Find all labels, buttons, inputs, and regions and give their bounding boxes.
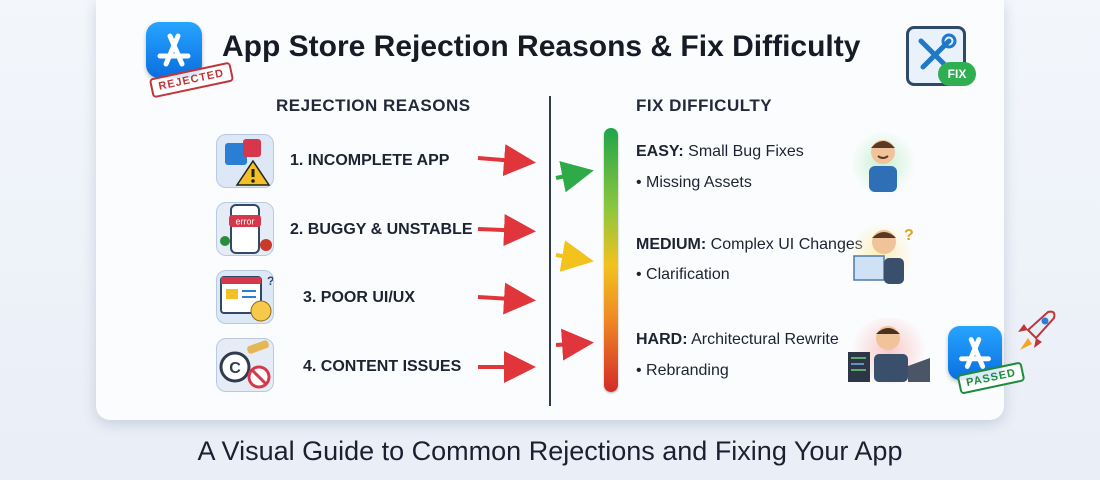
confused-ui-icon: ?: [216, 270, 274, 324]
svg-text:error: error: [235, 217, 254, 227]
reason-content-issues: 4. CONTENT ISSUES: [303, 358, 462, 375]
svg-text:?: ?: [267, 274, 273, 288]
page-title: App Store Rejection Reasons & Fix Diffic…: [222, 30, 861, 63]
easy-sub: • Missing Assets: [636, 174, 752, 191]
reason-poor-ui-ux: 3. POOR UI/UX: [303, 289, 416, 306]
arrow-reason-2: [477, 214, 536, 247]
arrow-easy: [555, 161, 594, 193]
svg-text:C: C: [229, 360, 241, 377]
thinking-developer-icon: ?: [848, 222, 914, 288]
footer-caption: A Visual Guide to Common Rejections and …: [197, 436, 903, 466]
happy-developer-icon: [850, 130, 916, 196]
arrow-reason-1: [477, 144, 536, 177]
difficulty-hard: HARD: Architectural Rewrite: [636, 331, 839, 349]
rocket-icon: [1018, 310, 1056, 350]
difficulty-medium: MEDIUM: Complex UI Changes: [636, 236, 863, 254]
easy-text: Small Bug Fixes: [688, 143, 804, 160]
hard-sub: • Rebranding: [636, 362, 729, 379]
puzzle-warning-icon: [216, 134, 274, 188]
difficulty-easy: EASY: Small Bug Fixes: [636, 143, 804, 161]
svg-text:?: ?: [904, 227, 914, 244]
difficulty-gradient-bar: [604, 128, 618, 392]
rejection-reasons-heading: REJECTION REASONS: [276, 96, 471, 115]
hard-level-label: HARD:: [636, 331, 688, 348]
fix-badge: FIX: [938, 62, 976, 86]
reason-buggy-unstable: 2. BUGGY & UNSTABLE: [290, 221, 473, 238]
medium-level-label: MEDIUM:: [636, 236, 707, 253]
medium-text: Complex UI Changes: [710, 236, 863, 253]
arrow-hard: [555, 328, 594, 361]
arrow-reason-3: [477, 282, 536, 315]
easy-level-label: EASY:: [636, 143, 684, 160]
fix-difficulty-heading: FIX DIFFICULTY: [636, 96, 773, 115]
reason-incomplete-app: 1. INCOMPLETE APP: [290, 152, 450, 169]
medium-sub: • Clarification: [636, 266, 730, 283]
phone-error-bugs-icon: error: [216, 202, 274, 256]
copyright-prohibited-icon: C: [216, 338, 274, 392]
stressed-developer-icon: [846, 318, 932, 384]
column-divider: [549, 96, 551, 406]
hard-text: Architectural Rewrite: [691, 331, 839, 348]
arrow-medium: [555, 240, 594, 272]
